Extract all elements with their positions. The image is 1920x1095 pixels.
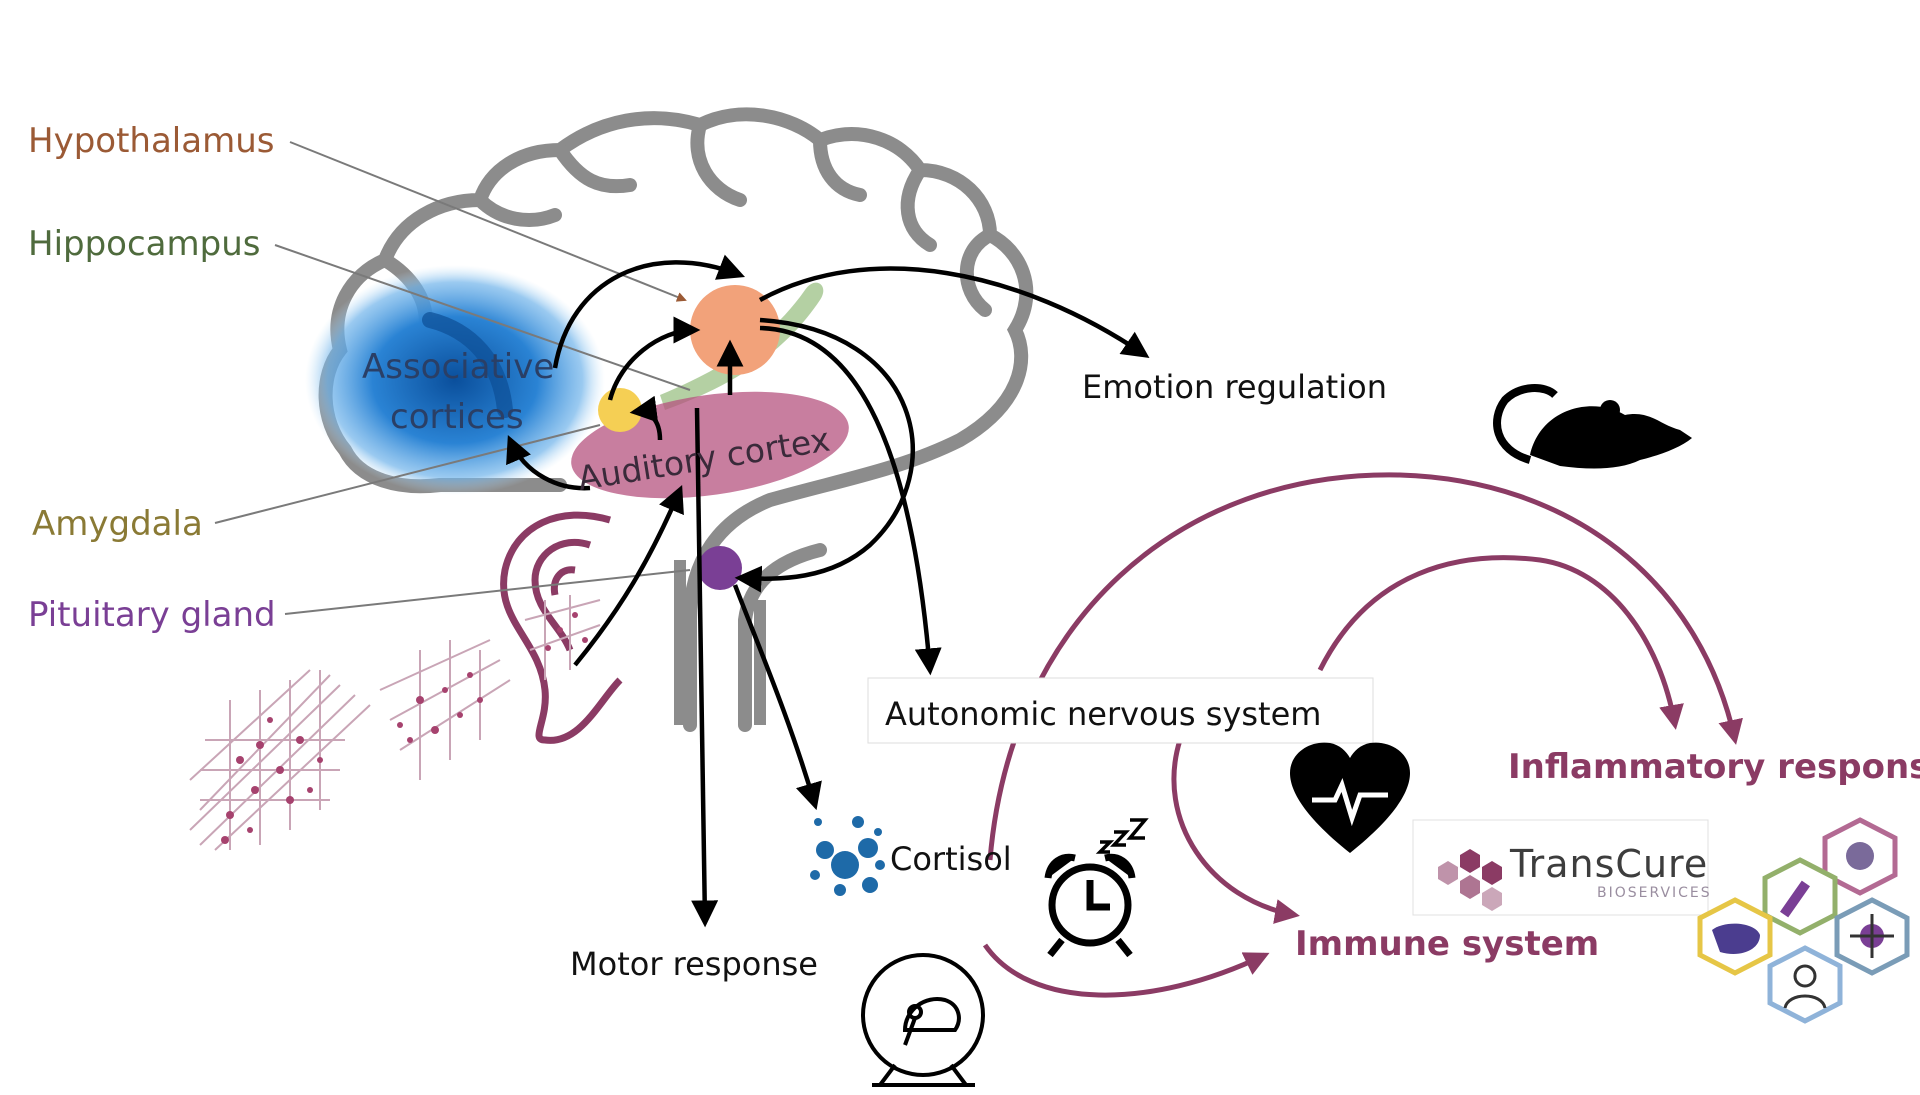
heart-icon — [1290, 742, 1410, 853]
sleep-z-icon — [1095, 818, 1149, 854]
brainstem-icon — [674, 560, 766, 725]
mouse-icon — [1493, 384, 1692, 469]
pituitary-label: Pituitary gland — [28, 595, 276, 635]
immune-label: Immune system — [1295, 924, 1599, 964]
hexagon-cluster-icon — [1438, 849, 1502, 911]
hexagon-inner-icons — [1712, 842, 1894, 1009]
alarm-clock-icon — [1044, 853, 1136, 958]
hypothalamus-label: Hypothalamus — [28, 121, 274, 161]
emotion-label: Emotion regulation — [1082, 368, 1387, 406]
pituitary-region — [698, 546, 742, 590]
service-hexagons — [1697, 817, 1910, 1024]
associative-label-line2: cortices — [390, 397, 524, 437]
cortisol-label: Cortisol — [890, 840, 1012, 878]
amygdala-label: Amygdala — [32, 504, 203, 544]
associative-vein-icon — [422, 312, 513, 418]
black-arrows — [506, 254, 1150, 928]
hamster-wheel-icon — [861, 953, 985, 1087]
sound-dots-icon — [221, 612, 588, 844]
autonomic-box — [867, 677, 1374, 744]
inflammatory-label: Inflammatory response — [1508, 747, 1920, 787]
hippocampus-label: Hippocampus — [28, 224, 260, 264]
pink-arrows — [982, 472, 1743, 998]
associative-label-line1: Associative — [362, 347, 554, 387]
motor-label: Motor response — [570, 945, 818, 983]
hypothalamus-region — [690, 285, 780, 375]
cortisol-bubbles-icon — [810, 816, 885, 896]
transcure-logo: TransCure BIOSERVICES — [1412, 819, 1712, 916]
hippocampus-region — [660, 282, 824, 410]
autonomic-label: Autonomic nervous system — [885, 695, 1321, 733]
brand-tagline: BIOSERVICES — [1597, 885, 1712, 901]
brand-name: TransCure — [1509, 842, 1708, 886]
